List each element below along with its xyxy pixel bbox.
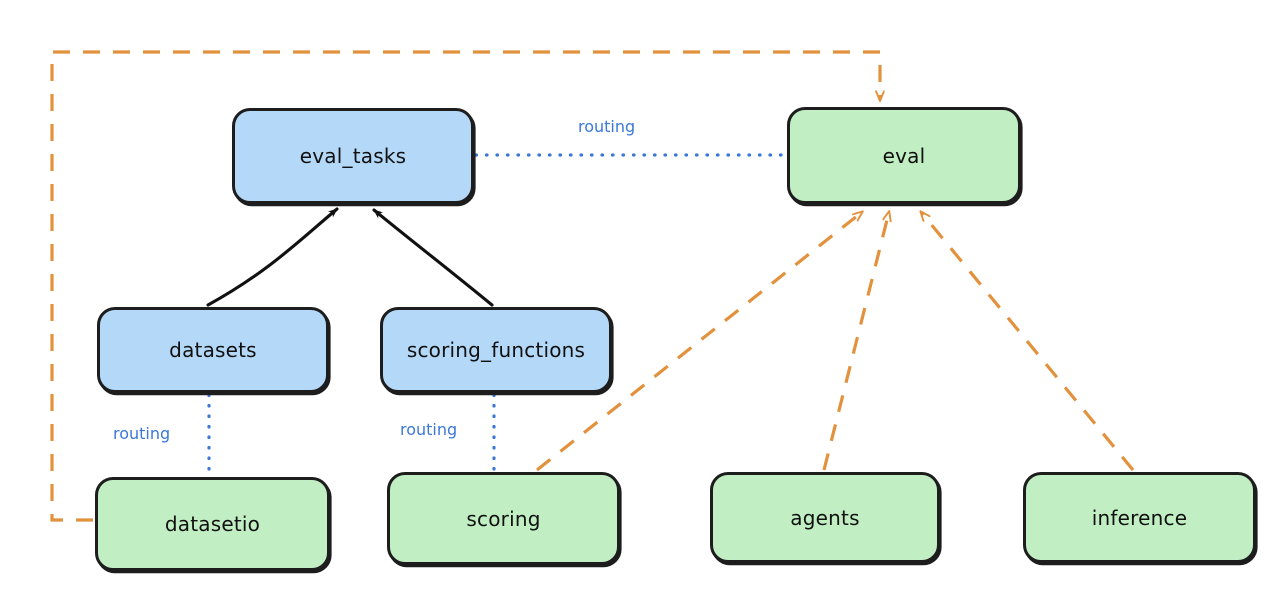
edge-label-routing-datasets-datasetio: routing	[113, 424, 171, 443]
node-label: eval_tasks	[299, 144, 407, 168]
edge-label-routing-eval-tasks-eval: routing	[578, 117, 636, 136]
edge-inference-to-eval	[921, 212, 1135, 472]
node-label: eval	[882, 143, 926, 168]
node-label: inference	[1091, 505, 1188, 530]
node-datasetio[interactable]: datasetio	[95, 477, 330, 571]
node-agents[interactable]: agents	[710, 472, 940, 563]
edge-agents-to-eval	[822, 212, 889, 471]
node-inference[interactable]: inference	[1023, 472, 1256, 563]
node-label: scoring_functions	[406, 338, 586, 362]
edge-scoring_functions-to-eval_tasks	[372, 208, 494, 307]
node-eval[interactable]: eval	[787, 107, 1021, 204]
edge-label-routing-scoring-functions-scoring: routing	[400, 420, 458, 439]
node-label: scoring	[466, 506, 541, 531]
node-scoring-functions[interactable]: scoring_functions	[380, 307, 612, 393]
node-datasets[interactable]: datasets	[97, 307, 329, 393]
edge-datasets-to-eval_tasks	[206, 207, 339, 307]
node-label: agents	[790, 505, 860, 530]
node-scoring[interactable]: scoring	[387, 472, 620, 565]
node-eval-tasks[interactable]: eval_tasks	[232, 108, 474, 204]
node-label: datasetio	[164, 512, 261, 536]
node-label: datasets	[169, 338, 257, 362]
